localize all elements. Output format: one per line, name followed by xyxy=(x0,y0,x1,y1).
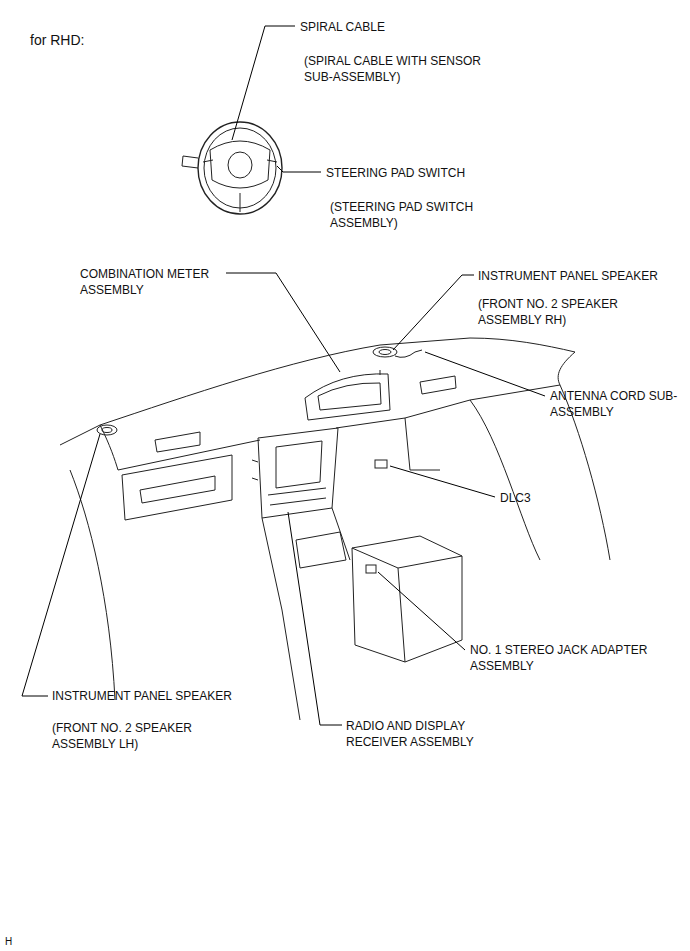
part-label: INSTRUMENT PANEL SPEAKER xyxy=(52,688,232,704)
leader-lines xyxy=(22,26,545,725)
part-label: NO. 1 STEREO JACK ADAPTER ASSEMBLY xyxy=(470,642,648,674)
part-label: (FRONT NO. 2 SPEAKER ASSEMBLY LH) xyxy=(52,720,227,752)
part-label: COMBINATION METER ASSEMBLY xyxy=(80,266,222,298)
part-label: ANTENNA CORD SUB-ASSEMBLY xyxy=(550,388,682,420)
part-label: (STEERING PAD SWITCH ASSEMBLY) xyxy=(330,199,530,231)
part-label: (FRONT NO. 2 SPEAKER ASSEMBLY RH) xyxy=(478,296,653,328)
part-label: DLC3 xyxy=(500,490,531,506)
figure-code: H xyxy=(5,934,12,950)
part-label: SPIRAL CABLE xyxy=(300,19,385,35)
part-label: INSTRUMENT PANEL SPEAKER xyxy=(478,268,658,284)
part-label: RADIO AND DISPLAY RECEIVER ASSEMBLY xyxy=(346,718,498,750)
part-label: STEERING PAD SWITCH xyxy=(326,165,465,181)
steering-wheel xyxy=(182,122,282,214)
variant-note: for RHD: xyxy=(30,32,84,48)
part-label: (SPIRAL CABLE WITH SENSOR SUB-ASSEMBLY) xyxy=(304,53,509,85)
